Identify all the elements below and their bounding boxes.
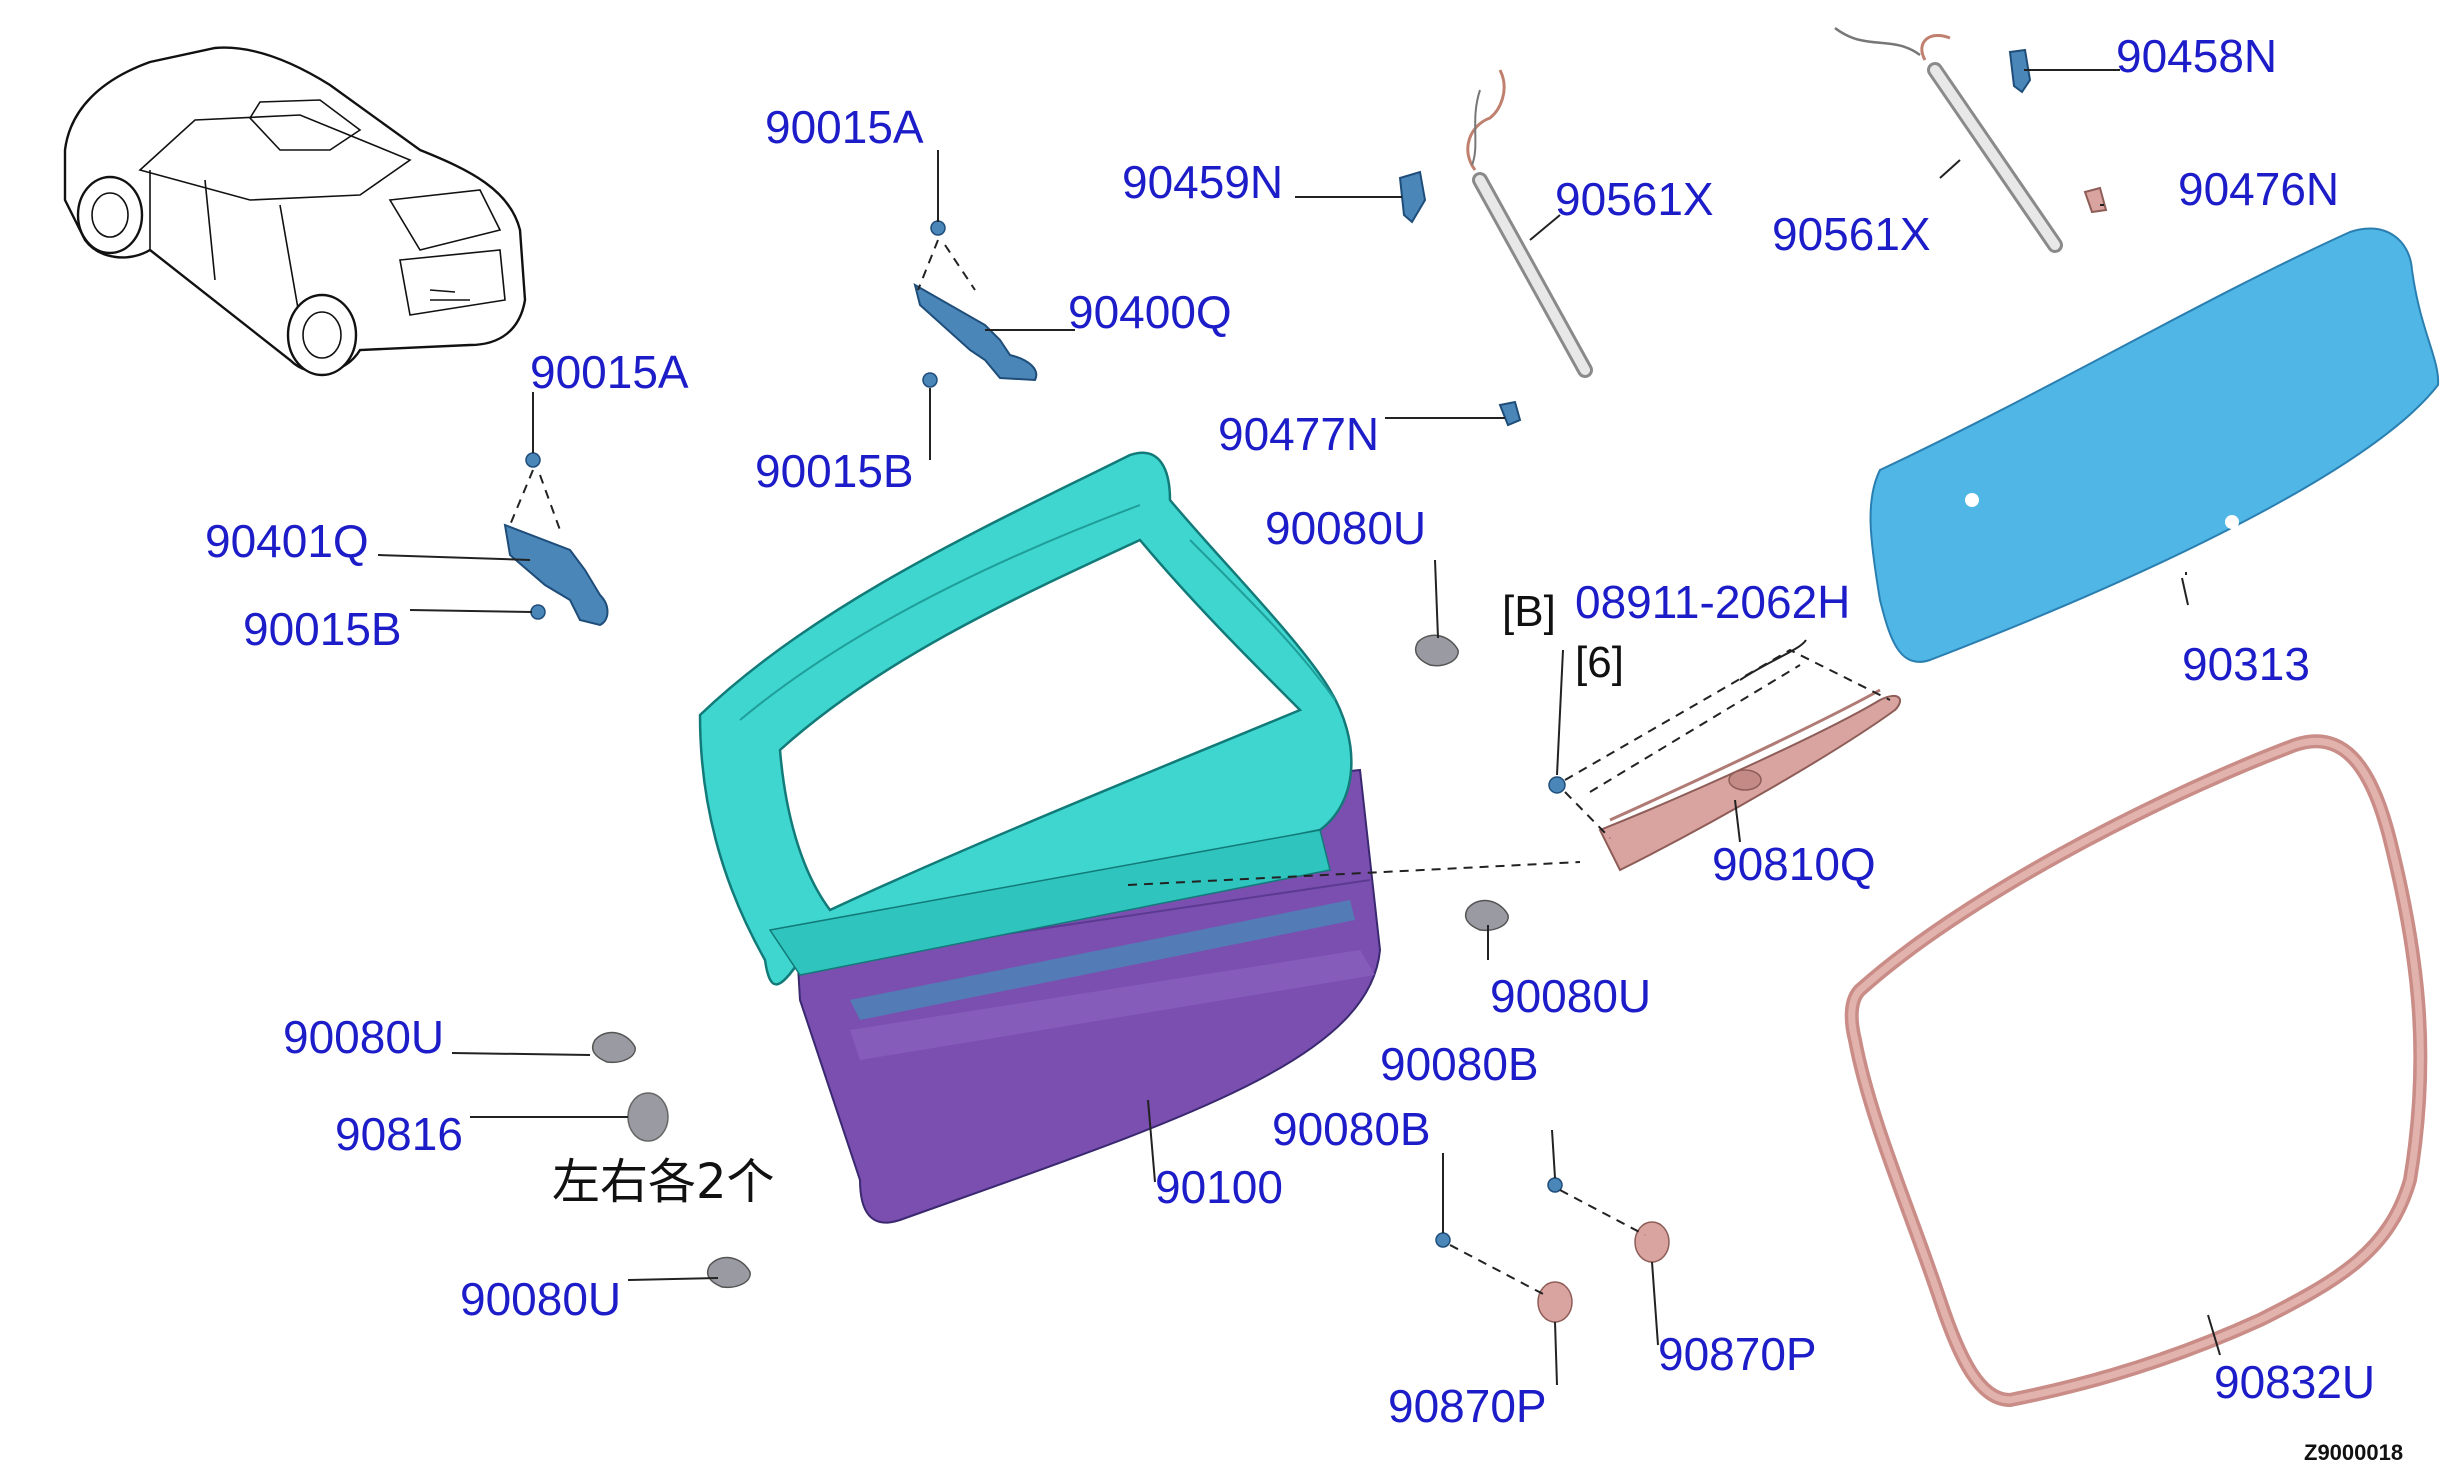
label-90832U: 90832U — [2214, 1356, 2375, 1408]
gas-strut-icon — [1834, 27, 2063, 253]
label-90477N: 90477N — [1218, 408, 1379, 460]
label-90080U-left: 90080U — [283, 1011, 444, 1063]
car-isometric-icon — [63, 46, 527, 377]
label-90015B-top: 90015B — [755, 445, 914, 497]
label-90810Q: 90810Q — [1712, 838, 1876, 890]
leader-lines — [377, 69, 2221, 1386]
label-90313: 90313 — [2182, 638, 2310, 690]
back-door-inner-frame — [698, 451, 1355, 1020]
gas-strut-icon — [1466, 69, 1593, 378]
hinge-bracket-right — [913, 220, 1038, 388]
label-90080B-lower: 90080B — [1272, 1103, 1431, 1155]
label-08911-2062H: 08911-2062H — [1575, 576, 1850, 628]
note-left-right-two-each: 左右各2个 — [552, 1154, 775, 1210]
bumper-icon — [591, 634, 1509, 1289]
label-90459N: 90459N — [1122, 156, 1283, 208]
part-labels: 90015A 90015A 90400Q 90015B 90401Q 90015… — [205, 30, 2403, 1465]
label-90015A-top: 90015A — [765, 101, 924, 153]
dashed-guides — [509, 239, 1891, 1296]
label-90080B-upper: 90080B — [1380, 1038, 1539, 1090]
label-90401Q: 90401Q — [205, 515, 369, 567]
label-90400Q: 90400Q — [1068, 286, 1232, 338]
weatherstrip-seal — [1844, 734, 2428, 1408]
grommet-icon — [627, 1092, 669, 1142]
label-90870P-left: 90870P — [1388, 1380, 1547, 1432]
label-90080U-mid: 90080U — [1490, 970, 1651, 1022]
label-90870P-right: 90870P — [1658, 1328, 1817, 1380]
label-90816: 90816 — [335, 1108, 463, 1160]
label-90015A-left: 90015A — [530, 346, 689, 398]
label-bracket-6: [6] — [1575, 638, 1624, 687]
label-bracket-B: [B] — [1502, 587, 1556, 636]
diagram-reference-code: Z9000018 — [2304, 1440, 2403, 1465]
label-90015B-left: 90015B — [243, 603, 402, 655]
label-90561X-right: 90561X — [1772, 208, 1931, 260]
bolt-icon — [1435, 776, 1670, 1323]
back-window-glass — [1869, 227, 2440, 663]
label-90458N: 90458N — [2116, 30, 2277, 82]
hinge-bracket-left — [503, 452, 609, 627]
label-90561X-left: 90561X — [1555, 173, 1714, 225]
label-90080U-bottom: 90080U — [460, 1273, 621, 1325]
bracket-icon — [1398, 48, 2108, 427]
upper-trim-panel — [1598, 688, 1901, 872]
label-90476N: 90476N — [2178, 163, 2339, 215]
label-90080U-center: 90080U — [1265, 502, 1426, 554]
label-90100: 90100 — [1155, 1161, 1283, 1213]
